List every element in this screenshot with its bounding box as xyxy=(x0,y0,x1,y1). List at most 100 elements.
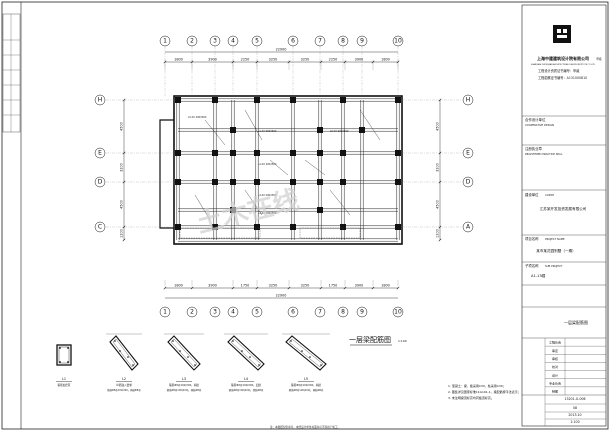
dim-text: 3200 xyxy=(120,163,124,172)
axis-label: 6 xyxy=(291,38,295,45)
detail-id: L3 xyxy=(182,377,186,381)
column xyxy=(230,150,236,156)
dim-tick xyxy=(438,225,442,229)
column xyxy=(340,224,346,230)
axis-bubble xyxy=(287,35,299,47)
client-label-en: CLIENT xyxy=(545,193,555,197)
dim-text: 1800 xyxy=(381,284,390,288)
axis-label: H xyxy=(98,97,103,104)
total-dim-bottom: 22900 xyxy=(276,294,287,298)
axis-label: E xyxy=(98,150,102,157)
axis-bubble xyxy=(462,176,474,188)
column xyxy=(230,127,236,133)
dim-tick xyxy=(255,286,259,290)
axis-label: E xyxy=(466,150,470,157)
dim-tick xyxy=(122,225,126,229)
axis-bubble xyxy=(94,221,106,233)
company-cert-2: 工程勘察证书编号：A131000810 xyxy=(538,75,587,80)
axis-bubble xyxy=(314,35,326,47)
column xyxy=(317,150,323,156)
detail-note: 箍筋加密区 xyxy=(58,383,71,387)
project-label: 项目名称 xyxy=(525,236,539,241)
axis-bubble xyxy=(94,147,106,159)
plan-title: 一层梁配筋图 xyxy=(349,335,391,344)
axis-label: 4 xyxy=(231,309,235,316)
column xyxy=(212,150,218,156)
axis-label: H xyxy=(466,97,471,104)
rebar-mark xyxy=(269,159,289,176)
axis-label: D xyxy=(98,179,103,186)
plan-scale: 1:100 xyxy=(398,339,407,343)
dim-tick xyxy=(438,180,442,184)
rebar-mark xyxy=(204,119,226,146)
axis-label: 5 xyxy=(255,309,259,316)
axis-bubble xyxy=(392,35,404,47)
signature-role: 制图 xyxy=(552,389,558,394)
dim-tick xyxy=(190,286,194,290)
axis-bubble xyxy=(462,221,474,233)
axis-bubble xyxy=(287,306,299,318)
axis-bubble xyxy=(159,35,171,47)
signature-role: 审定 xyxy=(552,348,558,353)
dim-text: 3900 xyxy=(355,284,364,288)
dim-text: 4500 xyxy=(120,122,124,131)
detail-sub: 箍筋Φ8@100(200)，四肢Φ8@ xyxy=(229,388,264,392)
column xyxy=(254,97,260,103)
column xyxy=(254,150,260,156)
dim-text: 3900 xyxy=(208,284,217,288)
dim-text: 3900 xyxy=(355,58,364,62)
detail-sub: 箍筋Φ8@100(200)，两肢Φ8@ xyxy=(289,388,324,392)
axis-label: 6 xyxy=(291,309,295,316)
beam-label: L3-XX 200X500 xyxy=(258,194,277,197)
column xyxy=(175,224,181,230)
consultant-label-en: COOPERATIVE DESIGN xyxy=(525,123,554,127)
note-line: 1. 混凝土：梁、板采用C30，柱采用C30； xyxy=(448,383,506,388)
axis-label: 5 xyxy=(255,38,259,45)
detail-id: L1 xyxy=(62,377,66,381)
wing-outline xyxy=(159,119,174,229)
column xyxy=(254,179,260,185)
engineer-seal-label-en: REGISTERED PRACTICE SEAL xyxy=(525,152,563,156)
dim-text: 1200 xyxy=(436,229,440,238)
drawing-title: 一层梁配筋图 xyxy=(564,319,588,325)
column xyxy=(290,224,296,230)
axis-bubble xyxy=(186,35,198,47)
column xyxy=(395,150,401,156)
dim-text: 3250 xyxy=(301,58,310,62)
dim-text: 4500 xyxy=(436,122,440,131)
column xyxy=(290,97,296,103)
grade-badge: 甲级 xyxy=(596,57,602,61)
column xyxy=(359,127,365,133)
dim-text: 1800 xyxy=(174,58,183,62)
axis-bubble xyxy=(94,176,106,188)
detail-sub: 箍筋Φ8@100(200)，两肢Φ8@ xyxy=(167,388,202,392)
stair-zone xyxy=(299,227,361,239)
column xyxy=(175,150,181,156)
dim-tick xyxy=(438,238,442,242)
drawing-date: 2013.10 xyxy=(568,413,581,417)
axis-label: 3 xyxy=(213,309,217,316)
detail-note: 箍筋Φ8@100/200，两肢 xyxy=(291,383,321,387)
dim-text: 2250 xyxy=(241,58,250,62)
axis-label: 10 xyxy=(394,38,402,45)
column xyxy=(340,150,346,156)
column xyxy=(175,179,181,185)
beam-details: L1箍筋加密区L2纵筋锚入要求箍筋Φ8@100/200，两肢Φ8@L3箍筋Φ8@… xyxy=(56,333,330,392)
subproject-label: 子项名称 xyxy=(525,263,539,268)
axis-bubble xyxy=(94,94,106,106)
axis-label: 9 xyxy=(360,38,364,45)
dim-text: 1750 xyxy=(241,284,250,288)
detail-id: L5 xyxy=(304,377,308,381)
dim-tick xyxy=(122,180,126,184)
dim-text: 3250 xyxy=(301,284,310,288)
dim-text: 1200 xyxy=(120,229,124,238)
axis-label: 8 xyxy=(341,38,345,45)
beam-label: L2-XX 200X500 xyxy=(258,163,277,166)
detail-id: L4 xyxy=(244,377,248,381)
dim-tick xyxy=(343,286,347,290)
detail-note: 纵筋锚入要求 xyxy=(116,383,132,387)
